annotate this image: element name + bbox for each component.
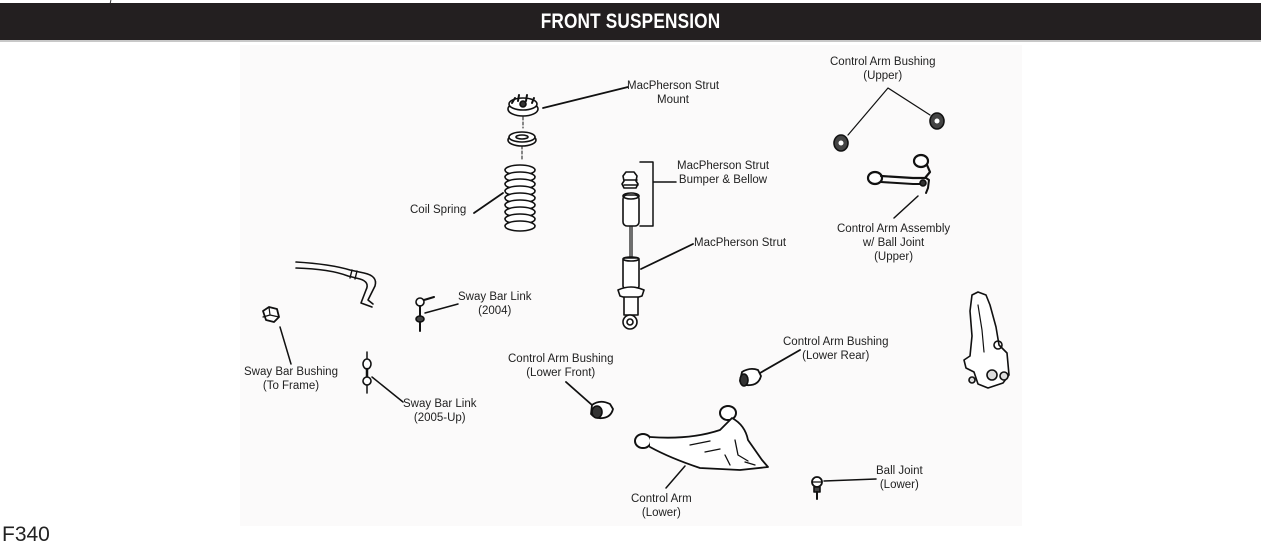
label-sway-link-2005: Sway Bar Link (2005-Up): [403, 397, 477, 425]
section-header: FRONT SUSPENSION: [0, 3, 1261, 40]
upper-arm-leader: [893, 195, 919, 219]
upper-bushing-leaders: [847, 87, 931, 136]
label-line: (Lower Front): [526, 367, 596, 379]
spring-seat-part: [507, 131, 537, 147]
steering-knuckle-part: [963, 291, 1010, 389]
label-strut-mount: MacPherson Strut Mount: [627, 79, 719, 107]
label-line: Control Arm Bushing: [830, 56, 936, 68]
strut-mount-part: [507, 94, 539, 117]
label-line: (Upper): [874, 251, 914, 263]
ball-joint-leader: [823, 478, 877, 482]
coil-spring-part: [504, 164, 536, 232]
upper-control-arm-part: [866, 153, 932, 194]
label-line: (2005-Up): [413, 412, 466, 424]
lower-control-arm-part: [634, 405, 769, 471]
label-line: (Lower): [641, 507, 681, 519]
label-coil-spring: Coil Spring: [410, 203, 466, 217]
label-ca-bushing-lower-rear: Control Arm Bushing (Lower Rear): [783, 335, 888, 363]
label-sway-bushing: Sway Bar Bushing (To Frame): [244, 365, 338, 393]
lower-rear-bushing-leader: [759, 349, 801, 374]
sway-link-2005-leader: [371, 376, 404, 403]
strut-bumper-bracket: [639, 161, 677, 227]
label-line: w/ Ball Joint: [862, 237, 925, 249]
label-line: Control Arm Assembly: [837, 223, 951, 235]
lower-rear-bushing-part: [739, 367, 762, 387]
sway-bar-part: [295, 261, 377, 308]
label-line: (2004): [478, 305, 512, 317]
label-line: Sway Bar Link: [403, 398, 477, 410]
lower-front-bushing-leader: [565, 381, 593, 406]
section-title: FRONT SUSPENSION: [540, 9, 721, 33]
sway-bushing-part: [262, 306, 280, 323]
label-sway-link-2004: Sway Bar Link (2004): [458, 290, 532, 318]
label-line: Control Arm: [631, 493, 692, 505]
label-line: Coil Spring: [410, 204, 467, 216]
lower-control-arm-leader: [665, 465, 686, 489]
upper-bushing-left-part: [833, 134, 849, 152]
label-line: Sway Bar Bushing: [244, 366, 338, 378]
label-line: (Lower): [879, 479, 919, 491]
label-line: Sway Bar Link: [458, 291, 532, 303]
label-line: Control Arm Bushing: [783, 336, 889, 348]
strut-part: [617, 226, 645, 330]
coil-spring-leader: [473, 192, 504, 214]
label-line: MacPherson Strut: [677, 160, 770, 172]
strut-mount-leader: [542, 86, 629, 109]
label-ball-joint-lower: Ball Joint (Lower): [876, 464, 923, 492]
figure-code: F340: [2, 523, 50, 546]
strut-leader: [640, 243, 694, 270]
label-control-arm-lower: Control Arm (Lower): [631, 492, 692, 520]
label-ca-assembly-upper: Control Arm Assembly w/ Ball Joint (Uppe…: [837, 222, 950, 264]
strut-bumper-part: [621, 171, 640, 227]
sway-link-2004-part: [415, 296, 435, 332]
sway-link-2004-leader: [424, 303, 459, 314]
label-line: Bumper & Bellow: [678, 174, 768, 186]
label-line: (Lower Rear): [802, 350, 870, 362]
upper-bushing-right-part: [929, 112, 945, 130]
header-divider: [0, 40, 1261, 42]
label-line: Mount: [657, 94, 689, 106]
ball-joint-part: [811, 476, 823, 500]
label-line: Control Arm Bushing: [508, 353, 614, 365]
coil-turn: [504, 220, 536, 232]
label-line: MacPherson Strut: [627, 80, 720, 92]
label-line: Ball Joint: [876, 465, 923, 477]
label-line: MacPherson Strut: [694, 237, 787, 249]
sway-bushing-leader: [279, 326, 292, 365]
label-strut-bumper: MacPherson Strut Bumper & Bellow: [677, 159, 769, 187]
lower-front-bushing-part: [590, 400, 614, 420]
label-strut: MacPherson Strut: [694, 236, 786, 250]
sway-link-2005-part: [362, 351, 372, 394]
label-ca-bushing-upper: Control Arm Bushing (Upper): [830, 55, 935, 83]
label-line: (Upper): [863, 70, 903, 82]
label-ca-bushing-lower-front: Control Arm Bushing (Lower Front): [508, 352, 613, 380]
label-line: (To Frame): [262, 380, 320, 392]
